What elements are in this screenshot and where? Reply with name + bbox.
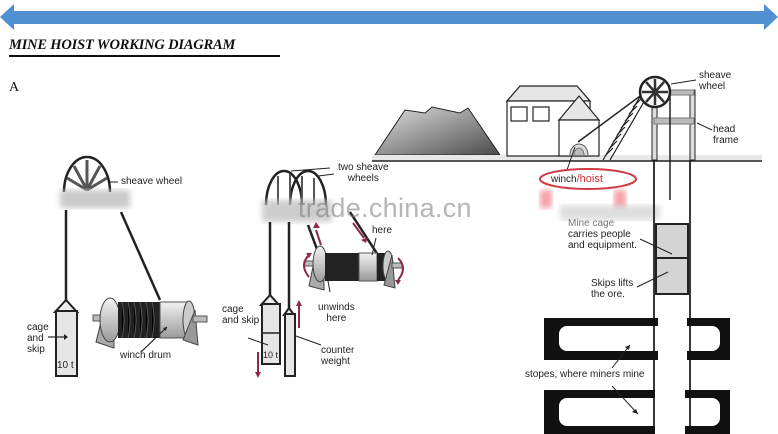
label-here: here	[372, 225, 393, 236]
label-hoist: /hoist	[576, 173, 603, 185]
stopes-icon	[544, 318, 730, 434]
label-load: 10 t	[57, 360, 74, 371]
label-mine-cage: Mine cage carries people and equipment.	[568, 218, 637, 251]
label-line: wheel	[699, 81, 726, 92]
head-frame-icon	[651, 89, 696, 200]
label-winch: winch	[551, 174, 577, 185]
label-line: weight	[321, 356, 350, 367]
winch-drum-icon	[92, 297, 208, 353]
label-cage-and-skip-2: cage and skip	[222, 304, 259, 326]
label-sheave-wheel-3: sheave wheel	[699, 70, 731, 92]
label-line: carries people	[568, 229, 631, 240]
label-load-2: 10 t	[263, 350, 279, 360]
label-line: sheave	[699, 70, 732, 81]
winch-hoist-highlight	[539, 168, 637, 190]
label-line: and equipment.	[568, 240, 637, 251]
label-sheave-wheel: sheave wheel	[121, 176, 183, 187]
label-counter-weight: counter weight	[321, 345, 354, 367]
label-stopes: stopes, where miners mine	[523, 369, 647, 380]
label-line: Mine cage	[568, 218, 615, 229]
label-winch-hoist: winch/hoist	[551, 173, 603, 186]
label-line: two sheave	[338, 162, 389, 173]
ore-pile-icon	[374, 106, 501, 156]
label-line: Skips lifts	[591, 278, 634, 289]
label-line: unwinds	[318, 302, 355, 313]
label-line: here	[326, 313, 347, 324]
label-line: cage	[222, 304, 244, 315]
winch-house-icon	[505, 85, 601, 157]
label-two-sheave-wheels: two sheave wheels	[338, 162, 389, 184]
label-line: the ore.	[591, 289, 625, 300]
label-line: wheels	[347, 173, 379, 184]
label-line: cage	[27, 322, 49, 333]
title-underline	[9, 55, 280, 57]
label-skips: Skips lifts the ore.	[591, 278, 633, 300]
label-head-frame: head frame	[713, 124, 739, 146]
double-sheave-hoist	[247, 167, 404, 378]
watermark: trade.china.cn	[298, 193, 472, 223]
label-line: counter	[321, 345, 355, 356]
single-sheave-hoist	[48, 155, 208, 377]
rotation-arrow-icon	[257, 222, 404, 375]
sheave-wheel-icon	[638, 75, 697, 109]
section-label: A	[9, 80, 20, 95]
label-line: head	[713, 124, 736, 135]
label-winch-drum: winch drum	[120, 350, 172, 361]
sheave-wheel-icon	[62, 155, 112, 193]
double-arrow-icon	[0, 4, 778, 30]
label-line: skip	[27, 344, 45, 355]
label-line: and	[27, 333, 44, 344]
label-unwinds-here: unwinds here	[318, 302, 355, 324]
label-line: frame	[713, 135, 739, 146]
page-title: MINE HOIST WORKING DIAGRAM	[9, 37, 236, 53]
label-line: and skip	[222, 315, 260, 326]
label-cage-and-skip: cage and skip	[27, 322, 49, 355]
mine-cross-section	[372, 75, 762, 434]
two-sheave-wheels-icon	[264, 167, 335, 206]
